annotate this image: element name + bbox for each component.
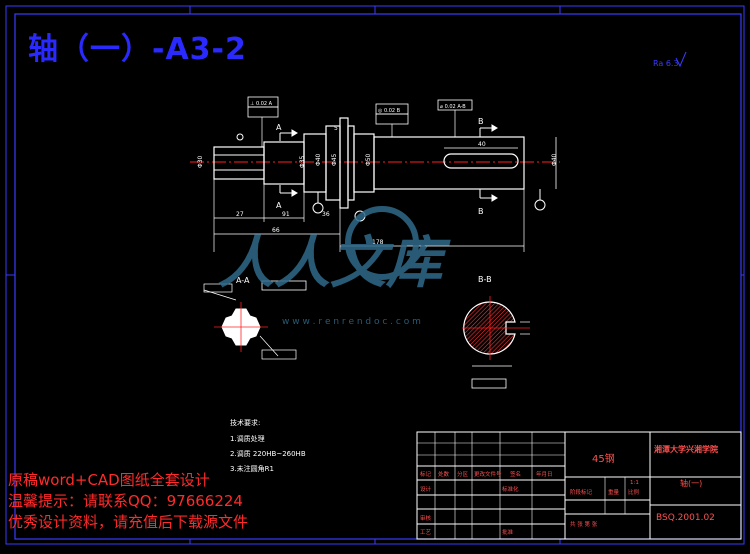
- tb-process: 工艺: [420, 529, 432, 536]
- frame-ticks: [6, 6, 744, 544]
- shaft-outline: [213, 117, 525, 209]
- dim-d2: Φ35: [299, 155, 306, 168]
- tech-heading: 技术要求:: [230, 418, 260, 427]
- spline-lines: [214, 154, 264, 171]
- tb-row-label-4: 更改文件号: [474, 470, 502, 478]
- section-bb: [462, 296, 530, 367]
- tol-frame-2: ◎ 0.02 B: [378, 108, 401, 114]
- cut-a-markers: [279, 129, 298, 197]
- section-aa: [203, 283, 297, 360]
- tech-item-2: 2.调质 220HB~260HB: [230, 449, 306, 458]
- length-dim-lines: [213, 147, 525, 252]
- length-dims: 27 91 66 40 36 178 5: [236, 125, 486, 246]
- tech-item-1: 1.调质处理: [230, 434, 265, 443]
- watermark: 人人文库 w w w . r e n r e n d o c . c o m: [218, 206, 451, 327]
- note-line-3: 优秀设计资料，请充值后下载源文件: [8, 513, 249, 531]
- tb-row-label-1: 标记: [420, 470, 432, 478]
- title-block-labels: 标记 处数 分区 更改文件号 签名 年月日 设计 标准化 审核 工艺 批准 阶段…: [420, 470, 640, 536]
- diameter-dims: Φ30 Φ35 Φ40 Φ45 Φ50 Φ40: [197, 153, 558, 168]
- tb-review: 审核: [420, 514, 432, 522]
- cut-b-top: B: [478, 117, 484, 126]
- tb-material: 45钢: [592, 452, 615, 465]
- dim-len-27: 27: [236, 211, 244, 218]
- tb-approve: 批准: [502, 528, 514, 536]
- tb-row-label-6: 年月日: [536, 470, 553, 478]
- section-aa-label: A-A: [236, 276, 250, 285]
- notes-block: 原稿word+CAD图纸全套设计 温馨提示：请联系QQ：97666224 优秀设…: [8, 470, 248, 533]
- tb-school: 湘潭大学兴湘学院: [654, 444, 718, 454]
- datum-symbols: [236, 133, 546, 222]
- dim-len-5: 5: [334, 125, 338, 132]
- watermark-brand: 人人文库: [218, 231, 451, 296]
- tol-frame-1: ⊥ 0.02 A: [250, 101, 273, 107]
- tb-row-label-5: 签名: [510, 470, 521, 478]
- dim-d1: Φ30: [197, 155, 204, 168]
- corner-roughness: Ra 6.3: [653, 59, 679, 68]
- dim-d5: Φ50: [365, 153, 372, 166]
- tb-drawing-no: BSQ.2001.02: [656, 513, 715, 523]
- watermark-url: w w w . r e n r e n d o c . c o m: [282, 317, 421, 327]
- cut-b-markers: [479, 124, 498, 202]
- tb-scale-value: 1:1: [630, 480, 639, 486]
- tb-design: 设计: [420, 485, 432, 493]
- roughness-symbol: [675, 51, 687, 68]
- inner-border: [14, 13, 742, 540]
- tb-sheet: 共 张 第 张: [570, 520, 598, 528]
- dim-len-40: 40: [478, 141, 486, 148]
- watermark-logo-icon: [345, 206, 419, 280]
- cut-a-bottom: A: [276, 201, 282, 210]
- tol-frame-3: ⌀ 0.02 A-B: [440, 104, 466, 110]
- dim-len-178: 178: [372, 239, 384, 246]
- tb-weight: 重量: [608, 488, 620, 496]
- tb-scale: 比例: [628, 488, 640, 496]
- tb-standardize: 标准化: [502, 485, 519, 493]
- note-line-2: 温馨提示：请联系QQ：97666224: [8, 492, 243, 510]
- tb-row-label-3: 分区: [457, 470, 469, 478]
- dim-d3: Φ40: [315, 153, 322, 166]
- tech-item-3: 3.未注圆角R1: [230, 464, 274, 473]
- section-bb-label: B-B: [478, 275, 492, 284]
- dim-d4: Φ45: [331, 153, 338, 166]
- dim-len-91: 91: [282, 211, 290, 218]
- note-line-1: 原稿word+CAD图纸全套设计: [8, 471, 210, 489]
- dim-len-36: 36: [322, 211, 330, 218]
- tb-part-name: 轴(一): [680, 478, 702, 488]
- keyway-slot: [443, 153, 519, 169]
- drawing-title: 轴（一）-A3-2: [28, 32, 247, 67]
- tb-stage-mark: 阶段标记: [570, 488, 593, 496]
- cut-a-top: A: [276, 123, 282, 132]
- title-block: [416, 431, 742, 540]
- cut-b-bottom: B: [478, 207, 484, 216]
- tb-row-label-2: 处数: [438, 470, 450, 478]
- dim-d6: Φ40: [551, 153, 558, 166]
- dim-len-66: 66: [272, 227, 280, 234]
